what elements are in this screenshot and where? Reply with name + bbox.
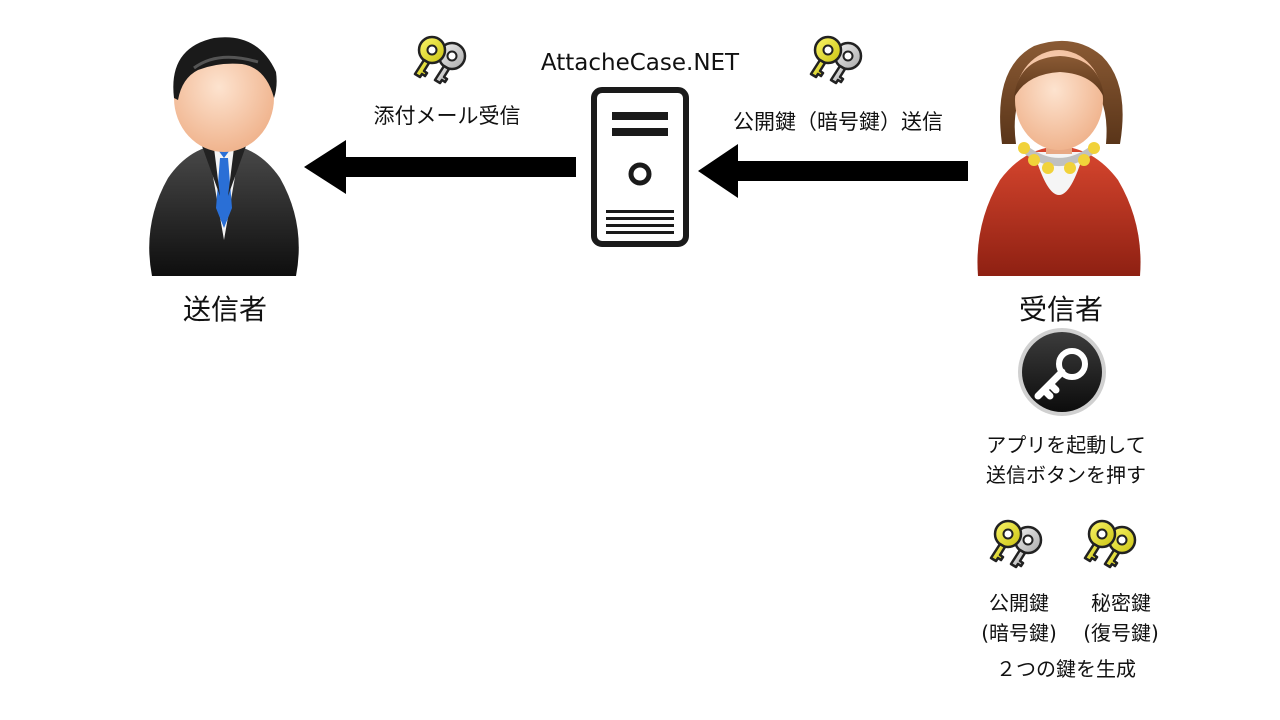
arrow-left-label: 添付メール受信 <box>373 104 521 128</box>
public-key-pair-icon-left <box>410 32 476 90</box>
public-key-icon <box>986 516 1052 578</box>
app-instruction-line2: 送信ボタンを押す <box>986 463 1146 487</box>
private-key-label-line2: (復号鍵) <box>1083 621 1159 645</box>
public-key-label-line1: 公開鍵 <box>989 591 1049 615</box>
server-label: AttacheCase.NET <box>540 50 740 76</box>
private-key-icon <box>1080 516 1146 578</box>
private-key-label-line1: 秘密鍵 <box>1091 591 1151 615</box>
arrow-to-sender <box>300 138 580 196</box>
sender-label: 送信者 <box>182 293 267 326</box>
key-app-icon <box>1016 326 1108 418</box>
keys-caption: ２つの鍵を生成 <box>996 657 1136 681</box>
sender-avatar <box>138 28 310 284</box>
receiver-label: 受信者 <box>1018 293 1103 326</box>
app-instruction-line1: アプリを起動して <box>986 433 1146 457</box>
arrow-right-label: 公開鍵（暗号鍵）送信 <box>733 110 943 134</box>
arrow-to-server <box>694 142 972 200</box>
public-key-label-line2: (暗号鍵) <box>981 621 1057 645</box>
receiver-avatar <box>974 28 1144 284</box>
server-icon <box>590 86 690 248</box>
public-key-pair-icon-right <box>806 32 872 90</box>
